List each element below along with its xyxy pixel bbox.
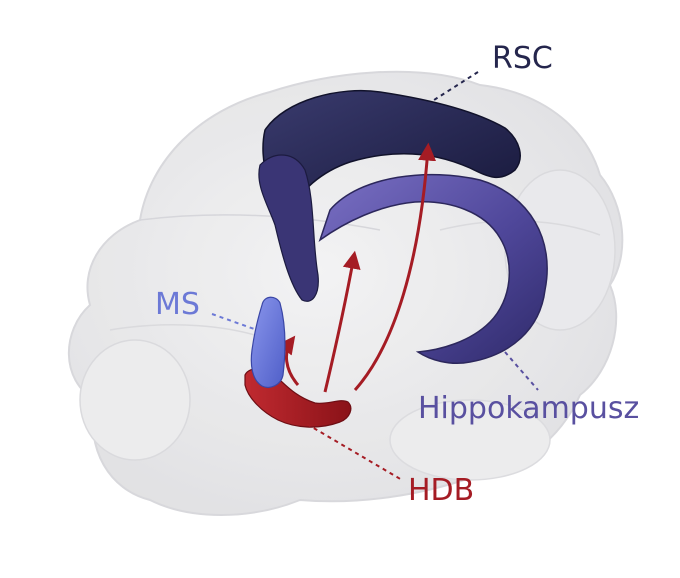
ms-label: MS bbox=[155, 287, 200, 322]
rsc-leader-line bbox=[433, 71, 479, 101]
hdb-leader-line bbox=[299, 419, 403, 481]
arrow-to-ms bbox=[277, 335, 300, 386]
rsc-label: RSC bbox=[492, 41, 553, 76]
hdb-label: HDB bbox=[408, 473, 475, 508]
ms-structure bbox=[250, 296, 286, 388]
hippocampus-leader-line bbox=[504, 351, 539, 391]
projection-arrows bbox=[277, 142, 437, 393]
hippocampus-label: Hippokampusz bbox=[418, 391, 640, 426]
rsc-structure bbox=[258, 89, 521, 302]
arrow-to-rsc bbox=[353, 142, 437, 391]
arrow-to-hippocampus bbox=[323, 250, 361, 393]
hippocampus-structure bbox=[318, 173, 548, 364]
